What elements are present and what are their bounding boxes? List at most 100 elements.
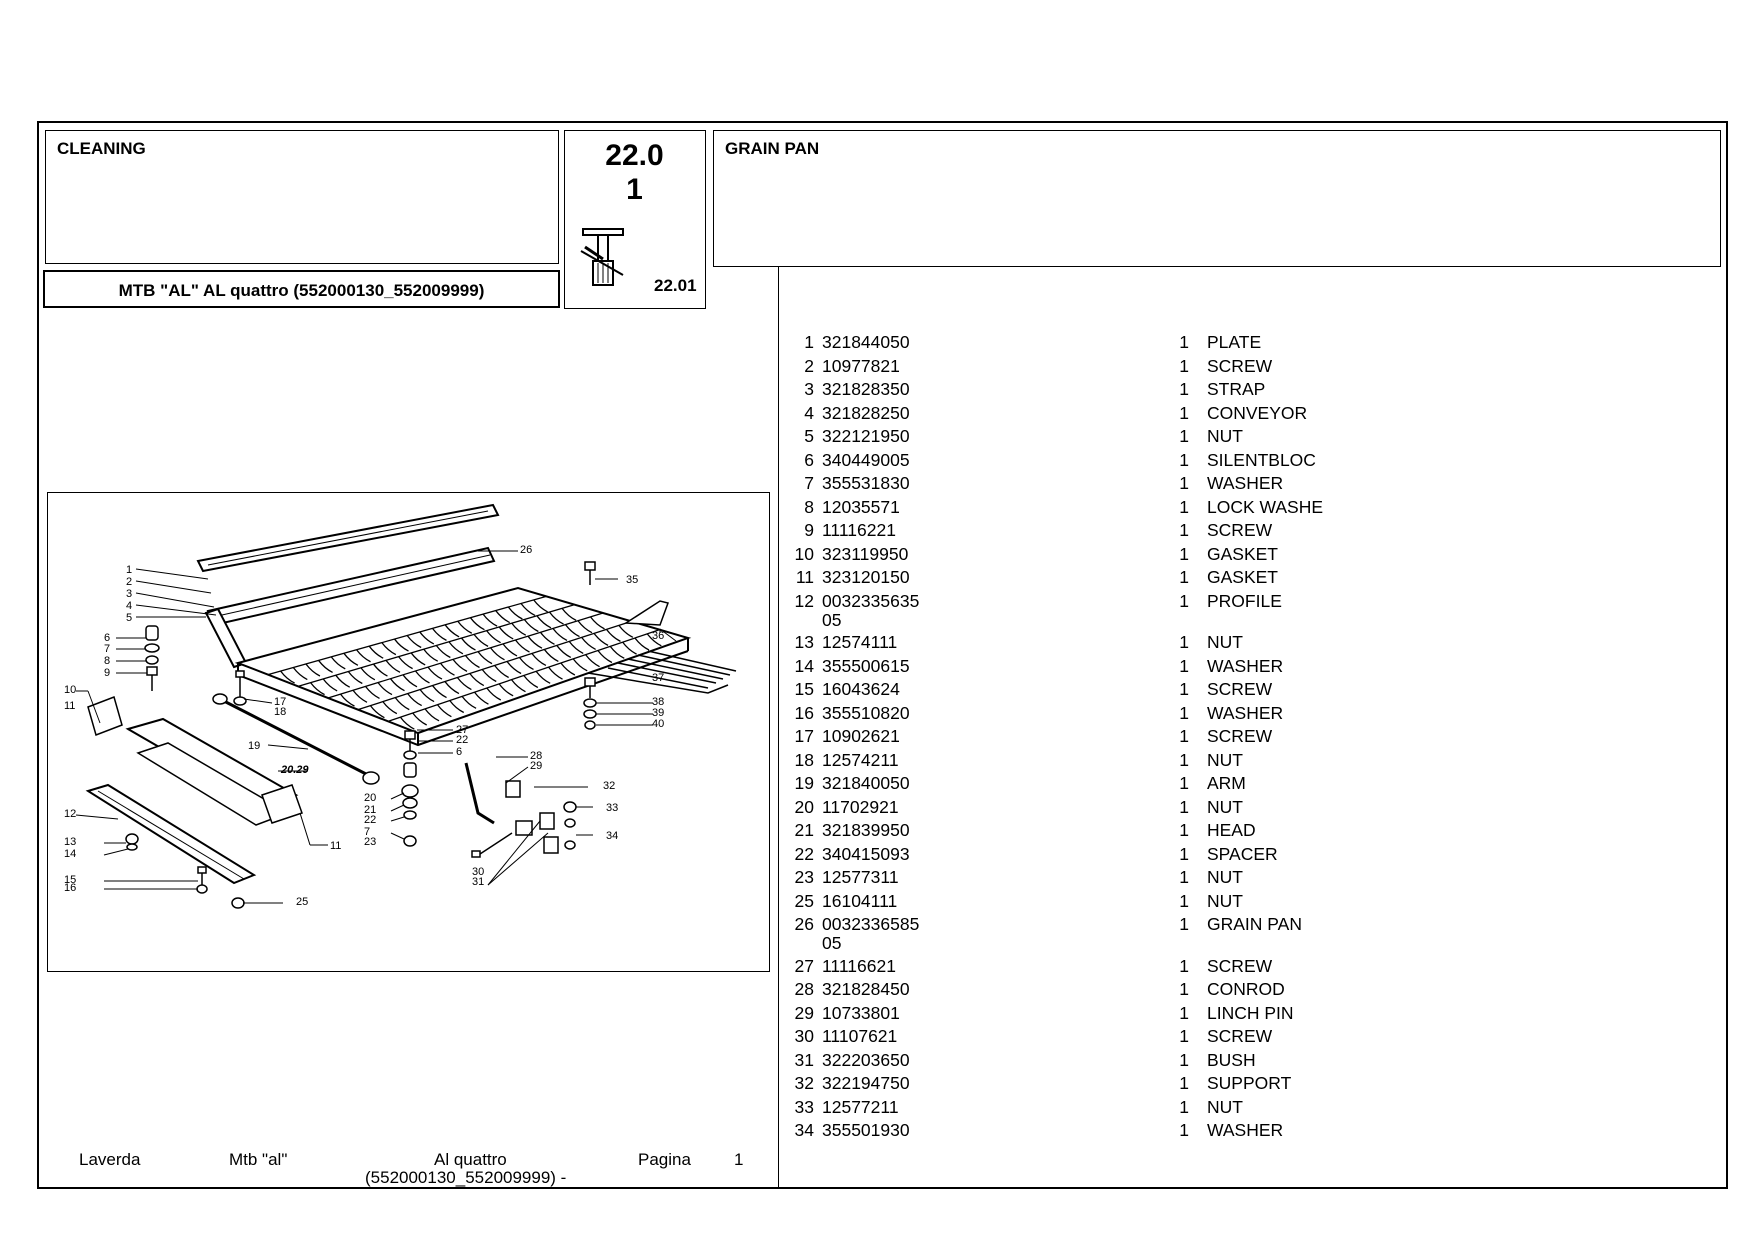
parts-row-description: HEAD (1207, 820, 1256, 840)
parts-row-quantity: 1 (1179, 632, 1189, 652)
group-title: CLEANING (57, 139, 146, 158)
parts-row-description: SCREW (1207, 679, 1273, 699)
parts-row-number: 340415093 (822, 843, 910, 864)
callout-28: 28 (530, 750, 542, 762)
parts-row-number-continued: 05 (822, 933, 842, 953)
callout-7: 7 (364, 826, 370, 838)
footer-variant-range: (552000130_552009999) - (365, 1168, 567, 1187)
parts-row-quantity: 1 (1179, 355, 1189, 376)
parts-row-index: 11 (795, 567, 814, 587)
section-box: GRAIN PAN (713, 130, 1721, 267)
callout-12: 12 (64, 808, 76, 820)
callout-8: 8 (104, 655, 110, 667)
parts-row-quantity: 1 (1179, 796, 1189, 817)
callout-16: 16 (64, 882, 76, 894)
parts-row-index: 1 (804, 332, 814, 352)
parts-row-quantity: 1 (1179, 867, 1189, 887)
callout-22: 22 (364, 814, 376, 826)
parts-row-number: 340449005 (822, 449, 910, 470)
parts-row-index: 30 (794, 1026, 814, 1046)
parts-row-description: STRAP (1207, 379, 1266, 399)
parts-row-number: 321839950 (822, 820, 910, 840)
section-title: GRAIN PAN (725, 139, 820, 158)
parts-row-number: 0032336585 (822, 914, 920, 934)
parts-row-description: ARM (1207, 773, 1246, 793)
parts-row-number: 10733801 (822, 1002, 900, 1023)
parts-row-index: 26 (794, 914, 814, 934)
parts-row-quantity: 1 (1179, 820, 1189, 840)
parts-row-description: NUT (1207, 749, 1243, 770)
parts-row-index: 8 (804, 496, 814, 517)
parts-row-index: 17 (794, 726, 814, 746)
callout-14: 14 (64, 848, 76, 860)
parts-row-index: 13 (794, 632, 814, 652)
model-title: MTB "AL" AL quattro (552000130_552009999… (118, 281, 485, 300)
parts-row-description: SPACER (1207, 843, 1278, 864)
parts-row-index: 29 (794, 1002, 814, 1023)
parts-row-description: SCREW (1207, 1026, 1273, 1046)
footer-page-label: Pagina (638, 1150, 691, 1169)
parts-row-description: GASKET (1207, 543, 1278, 564)
callout-36: 36 (652, 630, 664, 642)
parts-row-index: 9 (804, 520, 814, 540)
parts-row-index: 6 (804, 449, 814, 470)
callout-3: 3 (126, 588, 132, 600)
parts-row-description: SCREW (1207, 520, 1273, 540)
parts-row-quantity: 1 (1179, 496, 1189, 517)
parts-row-description: NUT (1207, 1096, 1243, 1117)
parts-row-quantity: 1 (1179, 1120, 1189, 1140)
parts-row-description: SUPPORT (1207, 1073, 1292, 1093)
footer-variant: Al quattro (434, 1150, 507, 1169)
parts-row-description: GRAIN PAN (1207, 914, 1302, 934)
parts-row-quantity: 1 (1179, 520, 1189, 540)
callout-17: 17 (274, 696, 286, 708)
parts-row-number: 16043624 (822, 679, 900, 699)
parts-row-quantity: 1 (1179, 773, 1189, 793)
parts-row-number: 0032335635 (822, 590, 920, 611)
parts-row-number: 12574111 (822, 632, 898, 652)
section-icon (580, 228, 624, 286)
parts-row-number-continued: 05 (822, 609, 842, 630)
parts-row-description: WASHER (1207, 473, 1284, 493)
callout-30: 30 (472, 866, 484, 878)
callout-10: 10 (64, 684, 76, 696)
callout-6: 6 (456, 746, 462, 758)
callout-1: 1 (126, 564, 132, 576)
callout-26: 26 (520, 544, 532, 556)
parts-row-number: 355500615 (822, 655, 910, 676)
parts-row-quantity: 1 (1179, 1096, 1189, 1117)
parts-row-description: GASKET (1207, 567, 1278, 587)
callout-34: 34 (606, 830, 618, 842)
parts-row-index: 18 (794, 749, 814, 770)
parts-row-number: 11107621 (822, 1026, 898, 1046)
callout-9: 9 (104, 667, 110, 679)
callout-29: 29 (530, 760, 542, 772)
parts-row-quantity: 1 (1179, 590, 1189, 611)
parts-row-quantity: 1 (1179, 890, 1189, 911)
parts-row-quantity: 1 (1179, 402, 1189, 423)
callout-21: 21 (364, 804, 376, 816)
parts-row-description: CONVEYOR (1207, 402, 1308, 423)
parts-row-quantity: 1 (1179, 1049, 1189, 1070)
parts-row-index: 12 (794, 590, 814, 611)
parts-row-description: LINCH PIN (1207, 1002, 1294, 1023)
parts-row-number: 10902621 (822, 726, 900, 746)
parts-row-number: 322194750 (822, 1073, 910, 1093)
